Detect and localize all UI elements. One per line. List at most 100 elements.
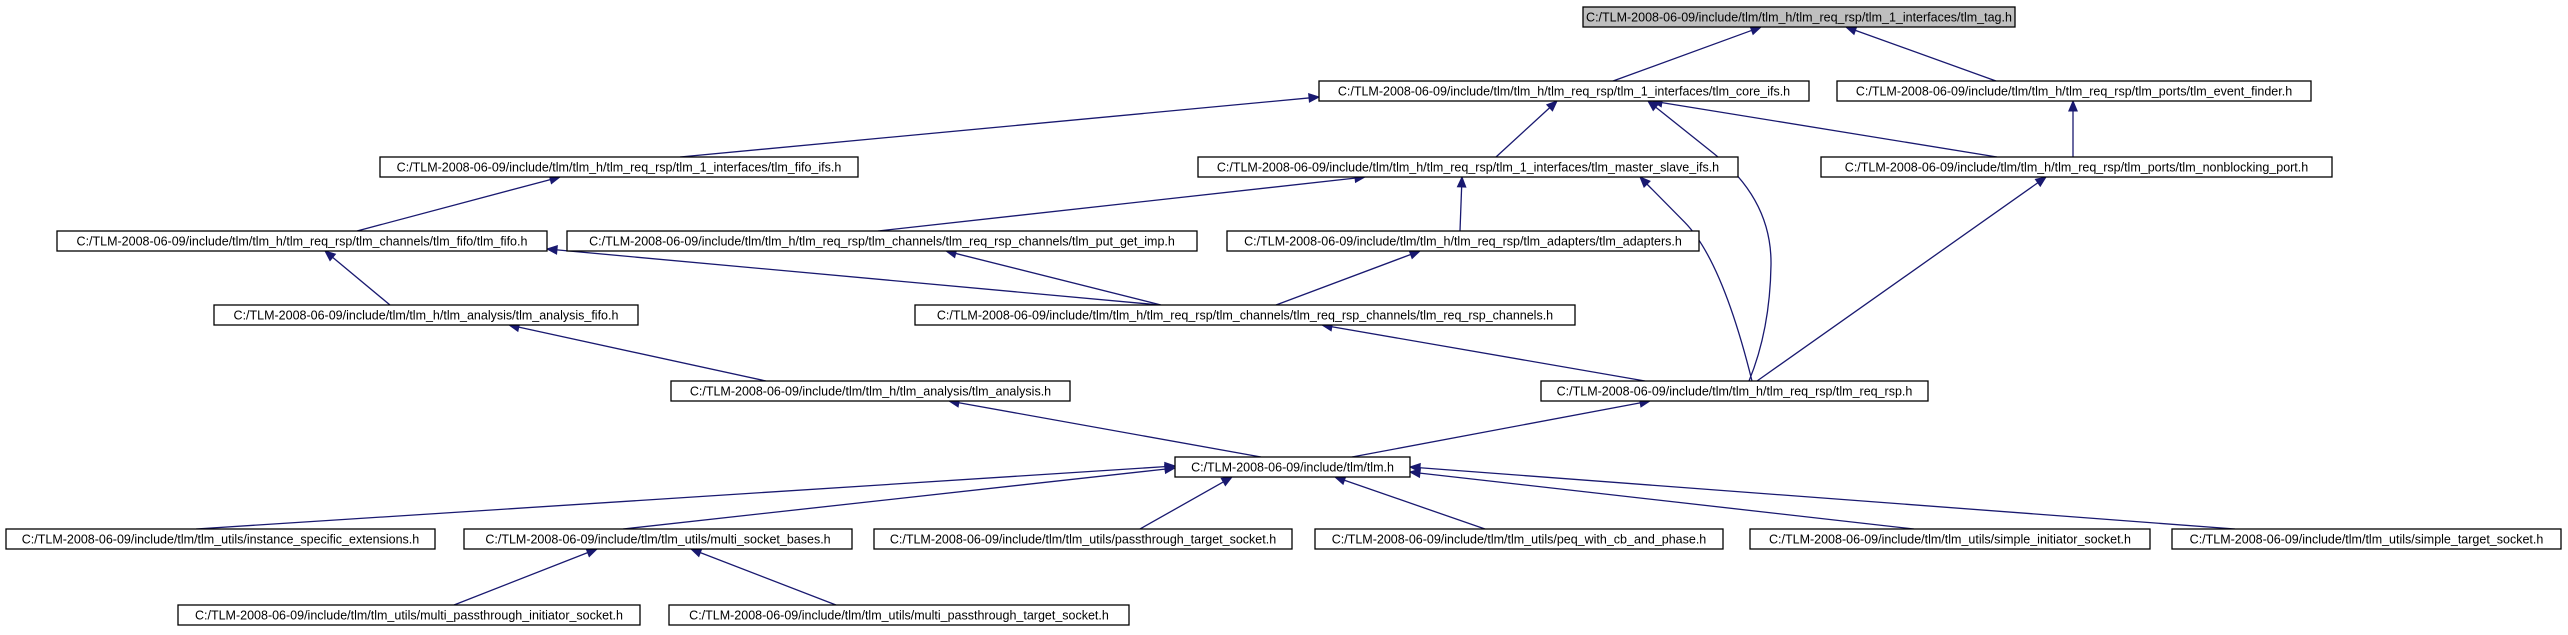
edge-tlm_req_rsp-to-tlm_master_slave_ifs	[1639, 176, 1753, 382]
edge-line	[1661, 101, 1998, 158]
node-label: C:/TLM-2008-06-09/include/tlm/tlm_utils/…	[689, 609, 1109, 623]
edge-tlm_master_slave_ifs-to-tlm_core_ifs	[1495, 100, 1558, 158]
edge-line	[1275, 253, 1411, 306]
node-box[interactable]	[1820, 156, 2333, 178]
edge-tlm_nonblocking_port-to-tlm_event_finder	[2068, 99, 2078, 157]
node-multi-passthrough-initiator-socket[interactable]: C:/TLM-2008-06-09/include/tlm/tlm_utils/…	[177, 604, 641, 626]
edge-line	[453, 552, 588, 606]
edge-line	[556, 249, 1161, 306]
edge-tlm-to-tlm_analysis	[947, 397, 1262, 458]
arrowhead-icon	[1408, 462, 1421, 473]
edge-tlm_event_finder-to-tlm_tag	[1844, 25, 1997, 82]
node-tlm-fifo[interactable]: C:/TLM-2008-06-09/include/tlm/tlm_h/tlm_…	[56, 230, 548, 252]
edge-tlm_nonblocking_port-to-tlm_core_ifs	[1650, 97, 1998, 158]
node-simple-target-socket[interactable]: C:/TLM-2008-06-09/include/tlm/tlm_utils/…	[2171, 528, 2562, 550]
edge-line	[1351, 402, 1641, 458]
node-box[interactable]	[1174, 456, 1411, 478]
edge-line	[622, 468, 1166, 530]
node-box[interactable]	[5, 528, 436, 550]
edge-simple_target_socket-to-tlm	[1408, 462, 2236, 530]
node-box[interactable]	[914, 304, 1576, 326]
node-peq-with-cb-and-phase[interactable]: C:/TLM-2008-06-09/include/tlm/tlm_utils/…	[1314, 528, 1724, 550]
node-box[interactable]	[1540, 380, 1929, 402]
arrowhead-icon	[689, 548, 703, 558]
edge-tlm_req_rsp-to-tlm_req_rsp_channels	[1320, 321, 1646, 382]
node-box[interactable]	[379, 156, 859, 178]
arrowhead-icon	[2068, 99, 2078, 112]
node-tlm-req-rsp[interactable]: C:/TLM-2008-06-09/include/tlm/tlm_h/tlm_…	[1540, 380, 1929, 402]
edge-passthrough_target_socket-to-tlm	[1139, 476, 1234, 530]
node-box[interactable]	[873, 528, 1293, 550]
edge-peq_with_cb_and_phase-to-tlm	[1333, 475, 1486, 530]
node-tlm-tag[interactable]: C:/TLM-2008-06-09/include/tlm/tlm_h/tlm_…	[1582, 6, 2016, 28]
arrowhead-icon	[1646, 100, 1660, 112]
edge-multi_socket_bases-to-tlm	[622, 464, 1177, 530]
node-box[interactable]	[566, 230, 1198, 252]
node-tlm-analysis-fifo[interactable]: C:/TLM-2008-06-09/include/tlm/tlm_h/tlm_…	[213, 304, 639, 326]
node-box[interactable]	[1226, 230, 1700, 252]
arrowhead-icon	[1749, 25, 1763, 36]
edge-line	[1331, 326, 1646, 382]
node-tlm-core-ifs[interactable]: C:/TLM-2008-06-09/include/tlm/tlm_h/tlm_…	[1318, 80, 1810, 102]
node-label: C:/TLM-2008-06-09/include/tlm/tlm_utils/…	[1332, 533, 1707, 547]
node-box[interactable]	[1582, 6, 2016, 28]
node-multi-passthrough-target-socket[interactable]: C:/TLM-2008-06-09/include/tlm/tlm_utils/…	[668, 604, 1130, 626]
node-box[interactable]	[463, 528, 853, 550]
node-box[interactable]	[1749, 528, 2151, 550]
edge-line	[955, 252, 1162, 306]
edge-multi_passthrough_initiator_socket-to-multi_socket_bases	[453, 548, 599, 606]
edge-multi_passthrough_target_socket-to-multi_socket_bases	[689, 548, 837, 606]
node-label: C:/TLM-2008-06-09/include/tlm/tlm_utils/…	[22, 533, 419, 547]
node-multi-socket-bases[interactable]: C:/TLM-2008-06-09/include/tlm/tlm_utils/…	[463, 528, 853, 550]
arrowhead-icon	[1220, 476, 1234, 487]
node-label: C:/TLM-2008-06-09/include/tlm/tlm_utils/…	[485, 533, 830, 547]
node-box[interactable]	[1836, 80, 2312, 102]
node-box[interactable]	[1318, 80, 1810, 102]
edge-tlm_fifo_ifs-to-tlm_core_ifs	[679, 93, 1321, 158]
nodes-layer: C:/TLM-2008-06-09/include/tlm/tlm_h/tlm_…	[5, 6, 2562, 626]
node-box[interactable]	[56, 230, 548, 252]
node-tlm-fifo-ifs[interactable]: C:/TLM-2008-06-09/include/tlm/tlm_h/tlm_…	[379, 156, 859, 178]
node-tlm-put-get-imp[interactable]: C:/TLM-2008-06-09/include/tlm/tlm_h/tlm_…	[566, 230, 1198, 252]
node-tlm-nonblocking-port[interactable]: C:/TLM-2008-06-09/include/tlm/tlm_h/tlm_…	[1820, 156, 2333, 178]
edge-line	[356, 178, 551, 232]
node-label: C:/TLM-2008-06-09/include/tlm/tlm_h/tlm_…	[1856, 85, 2292, 99]
edge-tlm_fifo-to-tlm_fifo_ifs	[356, 174, 562, 232]
node-box[interactable]	[1197, 156, 1739, 178]
edge-line	[877, 177, 1356, 232]
node-label: C:/TLM-2008-06-09/include/tlm/tlm_h/tlm_…	[1845, 161, 2308, 175]
edge-line	[1495, 107, 1551, 158]
arrowhead-icon	[1408, 250, 1422, 260]
arrowhead-icon	[324, 250, 337, 262]
node-tlm-adapters[interactable]: C:/TLM-2008-06-09/include/tlm/tlm_h/tlm_…	[1226, 230, 1700, 252]
edge-tlm_req_rsp_channels-to-tlm_fifo	[545, 245, 1161, 306]
node-box[interactable]	[670, 380, 1071, 402]
node-label: C:/TLM-2008-06-09/include/tlm/tlm_h/tlm_…	[1217, 161, 1719, 175]
edge-tlm_req_rsp-to-tlm_nonblocking_port	[1756, 176, 2048, 382]
node-box[interactable]	[1314, 528, 1724, 550]
node-simple-initiator-socket[interactable]: C:/TLM-2008-06-09/include/tlm/tlm_utils/…	[1749, 528, 2151, 550]
edge-instance_specific_extensions-to-tlm	[195, 461, 1177, 530]
node-tlm-analysis[interactable]: C:/TLM-2008-06-09/include/tlm/tlm_h/tlm_…	[670, 380, 1071, 402]
node-label: C:/TLM-2008-06-09/include/tlm/tlm_utils/…	[195, 609, 623, 623]
node-label: C:/TLM-2008-06-09/include/tlm/tlm_utils/…	[2190, 533, 2544, 547]
edge-tlm_req_rsp_channels-to-tlm_put_get_imp	[944, 248, 1162, 306]
node-passthrough-target-socket[interactable]: C:/TLM-2008-06-09/include/tlm/tlm_utils/…	[873, 528, 1293, 550]
edge-line	[1646, 183, 1753, 382]
node-box[interactable]	[2171, 528, 2562, 550]
node-tlm-event-finder[interactable]: C:/TLM-2008-06-09/include/tlm/tlm_h/tlm_…	[1836, 80, 2312, 102]
edge-line	[1419, 472, 1915, 530]
node-box[interactable]	[177, 604, 641, 626]
node-instance-specific-extensions[interactable]: C:/TLM-2008-06-09/include/tlm/tlm_utils/…	[5, 528, 436, 550]
node-tlm[interactable]: C:/TLM-2008-06-09/include/tlm/tlm.h	[1174, 456, 1411, 478]
arrowhead-icon	[1456, 175, 1467, 188]
node-label: C:/TLM-2008-06-09/include/tlm/tlm_utils/…	[1769, 533, 2131, 547]
edge-tlm_core_ifs-to-tlm_tag	[1612, 25, 1763, 82]
node-label: C:/TLM-2008-06-09/include/tlm/tlm_h/tlm_…	[1586, 11, 2012, 25]
node-box[interactable]	[213, 304, 639, 326]
node-label: C:/TLM-2008-06-09/include/tlm/tlm_utils/…	[890, 533, 1276, 547]
node-tlm-master-slave-ifs[interactable]: C:/TLM-2008-06-09/include/tlm/tlm_h/tlm_…	[1197, 156, 1739, 178]
node-tlm-req-rsp-channels[interactable]: C:/TLM-2008-06-09/include/tlm/tlm_h/tlm_…	[914, 304, 1576, 326]
node-box[interactable]	[668, 604, 1130, 626]
